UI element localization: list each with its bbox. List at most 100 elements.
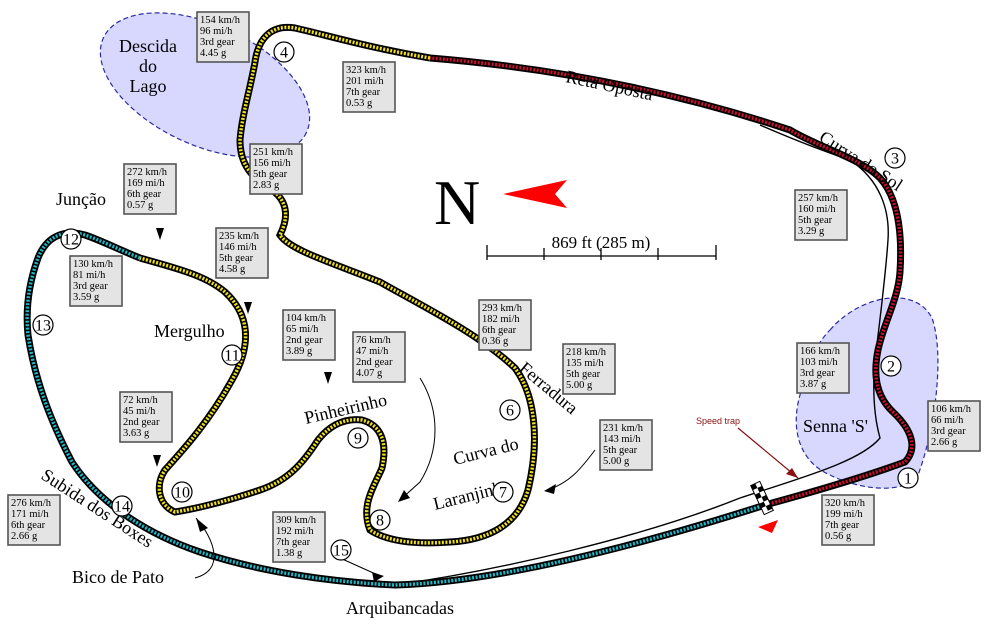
info-box-line: 104 km/h — [286, 313, 327, 324]
info-box-line: 3.63 g — [123, 428, 150, 439]
info-box-line: 5.00 g — [603, 456, 630, 467]
info-box-line: 182 mi/h — [482, 314, 520, 325]
turn-number: 9 — [354, 431, 362, 448]
turn-number: 7 — [499, 485, 507, 502]
info-box-line: 0.57 g — [127, 200, 154, 211]
turn-15-marker: 15 — [330, 539, 352, 561]
turn-13-marker: 13 — [32, 314, 54, 336]
info-box-line: 2.66 g — [931, 437, 958, 448]
info-box-line: 2nd gear — [123, 417, 160, 428]
info-box-line: 45 mi/h — [123, 406, 156, 417]
label-senna-s: Senna 'S' — [803, 416, 868, 436]
info-box-line: 5th gear — [253, 169, 288, 180]
info-box-line: 0.56 g — [825, 531, 852, 542]
info-box-line: 0.36 g — [482, 336, 509, 347]
track-sector-3 — [23, 229, 767, 589]
info-box-line: 166 km/h — [800, 346, 841, 357]
info-box-line: 5th gear — [798, 215, 833, 226]
info-box-line: 293 km/h — [482, 303, 523, 314]
info-box-line: 4.45 g — [200, 48, 227, 59]
info-box-line: 47 mi/h — [356, 346, 389, 357]
info-box-line: 5.00 g — [566, 380, 593, 391]
label-descida: Descida — [119, 36, 177, 56]
info-box-line: 272 km/h — [127, 167, 168, 178]
info-box-line: 3.59 g — [73, 292, 100, 303]
info-box-line: 130 km/h — [73, 259, 114, 270]
turn-3-marker: 3 — [884, 147, 906, 169]
turn-number: 15 — [333, 543, 349, 560]
info-box-line: 103 mi/h — [800, 357, 838, 368]
label-arquibancadas: Arquibancadas — [346, 598, 454, 618]
label-reta-oposta: Reta Oposta — [564, 66, 655, 104]
turn-10-marker: 10 — [171, 481, 193, 503]
info-box-line: 218 km/h — [566, 347, 607, 358]
info-box-line: 2nd gear — [356, 357, 393, 368]
turn-number: 2 — [887, 359, 895, 376]
info-box-line: 169 mi/h — [127, 178, 165, 189]
label-juncao: Junção — [56, 189, 106, 209]
scale-label: 869 ft (285 m) — [552, 233, 651, 252]
info-box-line: 257 km/h — [798, 193, 839, 204]
info-box-line: 4.07 g — [356, 368, 383, 379]
info-box-line: 1.38 g — [276, 548, 303, 559]
info-box-line: 3.89 g — [286, 346, 313, 357]
speed-trap-label: Speed trap — [696, 416, 740, 426]
info-box-line: 2.66 g — [11, 531, 38, 542]
info-box-line: 251 km/h — [253, 147, 294, 158]
turn-number: 8 — [376, 513, 384, 530]
direction-arrow-icon — [758, 520, 778, 533]
track-sector-2 — [139, 23, 538, 547]
info-box-line: 192 mi/h — [276, 526, 314, 537]
turn-number: 3 — [891, 151, 899, 168]
info-box-line: 7th gear — [825, 520, 860, 531]
info-box-line: 3.87 g — [800, 379, 827, 390]
info-box-line: 81 mi/h — [73, 270, 106, 281]
info-box-line: 276 km/h — [11, 498, 52, 509]
turn-14-marker: 14 — [111, 495, 133, 517]
info-box-line: 146 mi/h — [219, 242, 257, 253]
turn-number: 13 — [35, 318, 51, 335]
info-box-line: 3rd gear — [200, 37, 235, 48]
turn-number: 11 — [224, 348, 239, 365]
info-box-line: 5th gear — [566, 369, 601, 380]
turn-number: 10 — [174, 485, 190, 502]
info-box-line: 231 km/h — [603, 423, 644, 434]
turn-2-marker: 2 — [880, 355, 902, 377]
info-box-line: 65 mi/h — [286, 324, 319, 335]
info-box-line: 201 mi/h — [346, 76, 384, 87]
scale-bar: 869 ft (285 m) — [486, 233, 717, 260]
info-box-line: 5th gear — [219, 253, 254, 264]
turn-8-marker: 8 — [369, 509, 391, 531]
info-box-line: 3.29 g — [798, 226, 825, 237]
info-box-line: 4.58 g — [219, 264, 246, 275]
info-box-line: 66 mi/h — [931, 415, 964, 426]
turn-number: 12 — [63, 232, 79, 249]
info-box-line: 6th gear — [127, 189, 162, 200]
turn-11-marker: 11 — [221, 344, 243, 366]
turn-number: 1 — [904, 471, 912, 488]
info-box-line: 135 mi/h — [566, 358, 604, 369]
info-box-line: 5th gear — [603, 445, 638, 456]
label-bico-de-pato: Bico de Pato — [72, 567, 164, 587]
track-sector-1 — [429, 54, 916, 509]
info-box-line: 154 km/h — [200, 15, 241, 26]
turn-9-marker: 9 — [347, 427, 369, 449]
info-box-line: 76 km/h — [356, 335, 391, 346]
info-box-line: 171 mi/h — [11, 509, 49, 520]
info-box-line: 143 mi/h — [603, 434, 641, 445]
info-box-line: 156 mi/h — [253, 158, 291, 169]
info-box-line: 309 km/h — [276, 515, 317, 526]
